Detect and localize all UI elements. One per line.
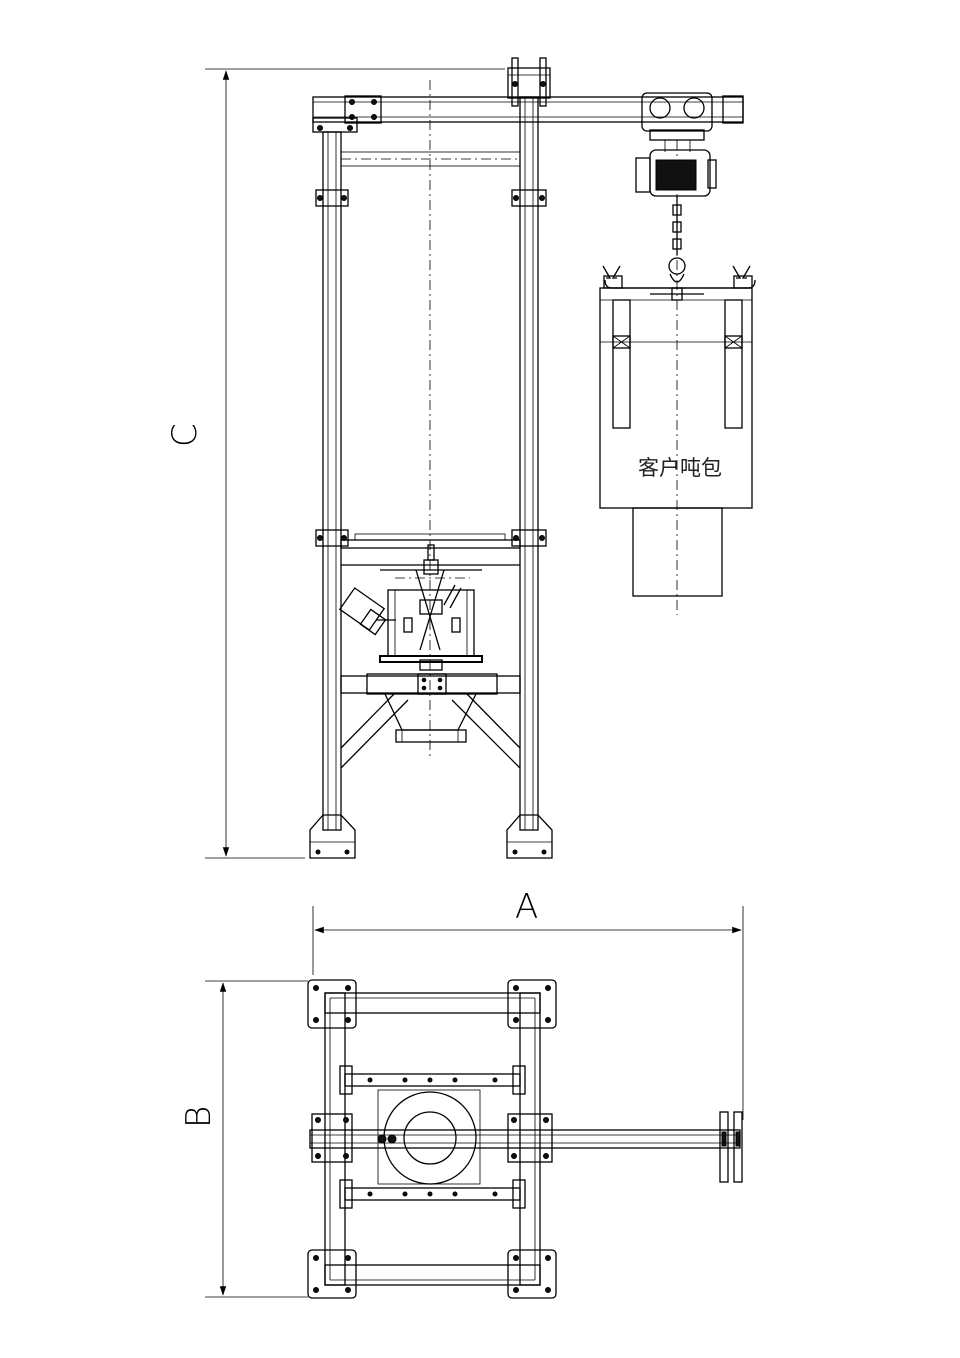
dimension-a: A	[312, 887, 744, 1120]
dimension-c: C	[165, 70, 230, 857]
corner-plates	[307, 979, 557, 1299]
dimension-b-label: B	[179, 1106, 219, 1128]
customer-bulk-bag	[599, 265, 756, 597]
elevation-view: 客户吨包	[165, 57, 756, 859]
plan-hoist-beam	[309, 1111, 743, 1183]
right-column	[506, 96, 553, 859]
dimension-b: B	[179, 980, 308, 1298]
plan-frame	[324, 992, 541, 1286]
support-rails	[339, 1065, 526, 1209]
top-beam	[312, 57, 744, 133]
dimension-c-label: C	[165, 423, 205, 447]
frame-cross-beams	[340, 151, 521, 769]
hoist-trolley	[641, 92, 713, 141]
dimension-a-label: A	[515, 887, 538, 927]
electric-hoist	[635, 140, 717, 197]
discharge-station	[338, 544, 498, 743]
left-column	[309, 131, 356, 859]
hoist-chain	[650, 196, 704, 301]
bag-label: 客户吨包	[638, 456, 722, 480]
plan-view	[307, 979, 743, 1299]
